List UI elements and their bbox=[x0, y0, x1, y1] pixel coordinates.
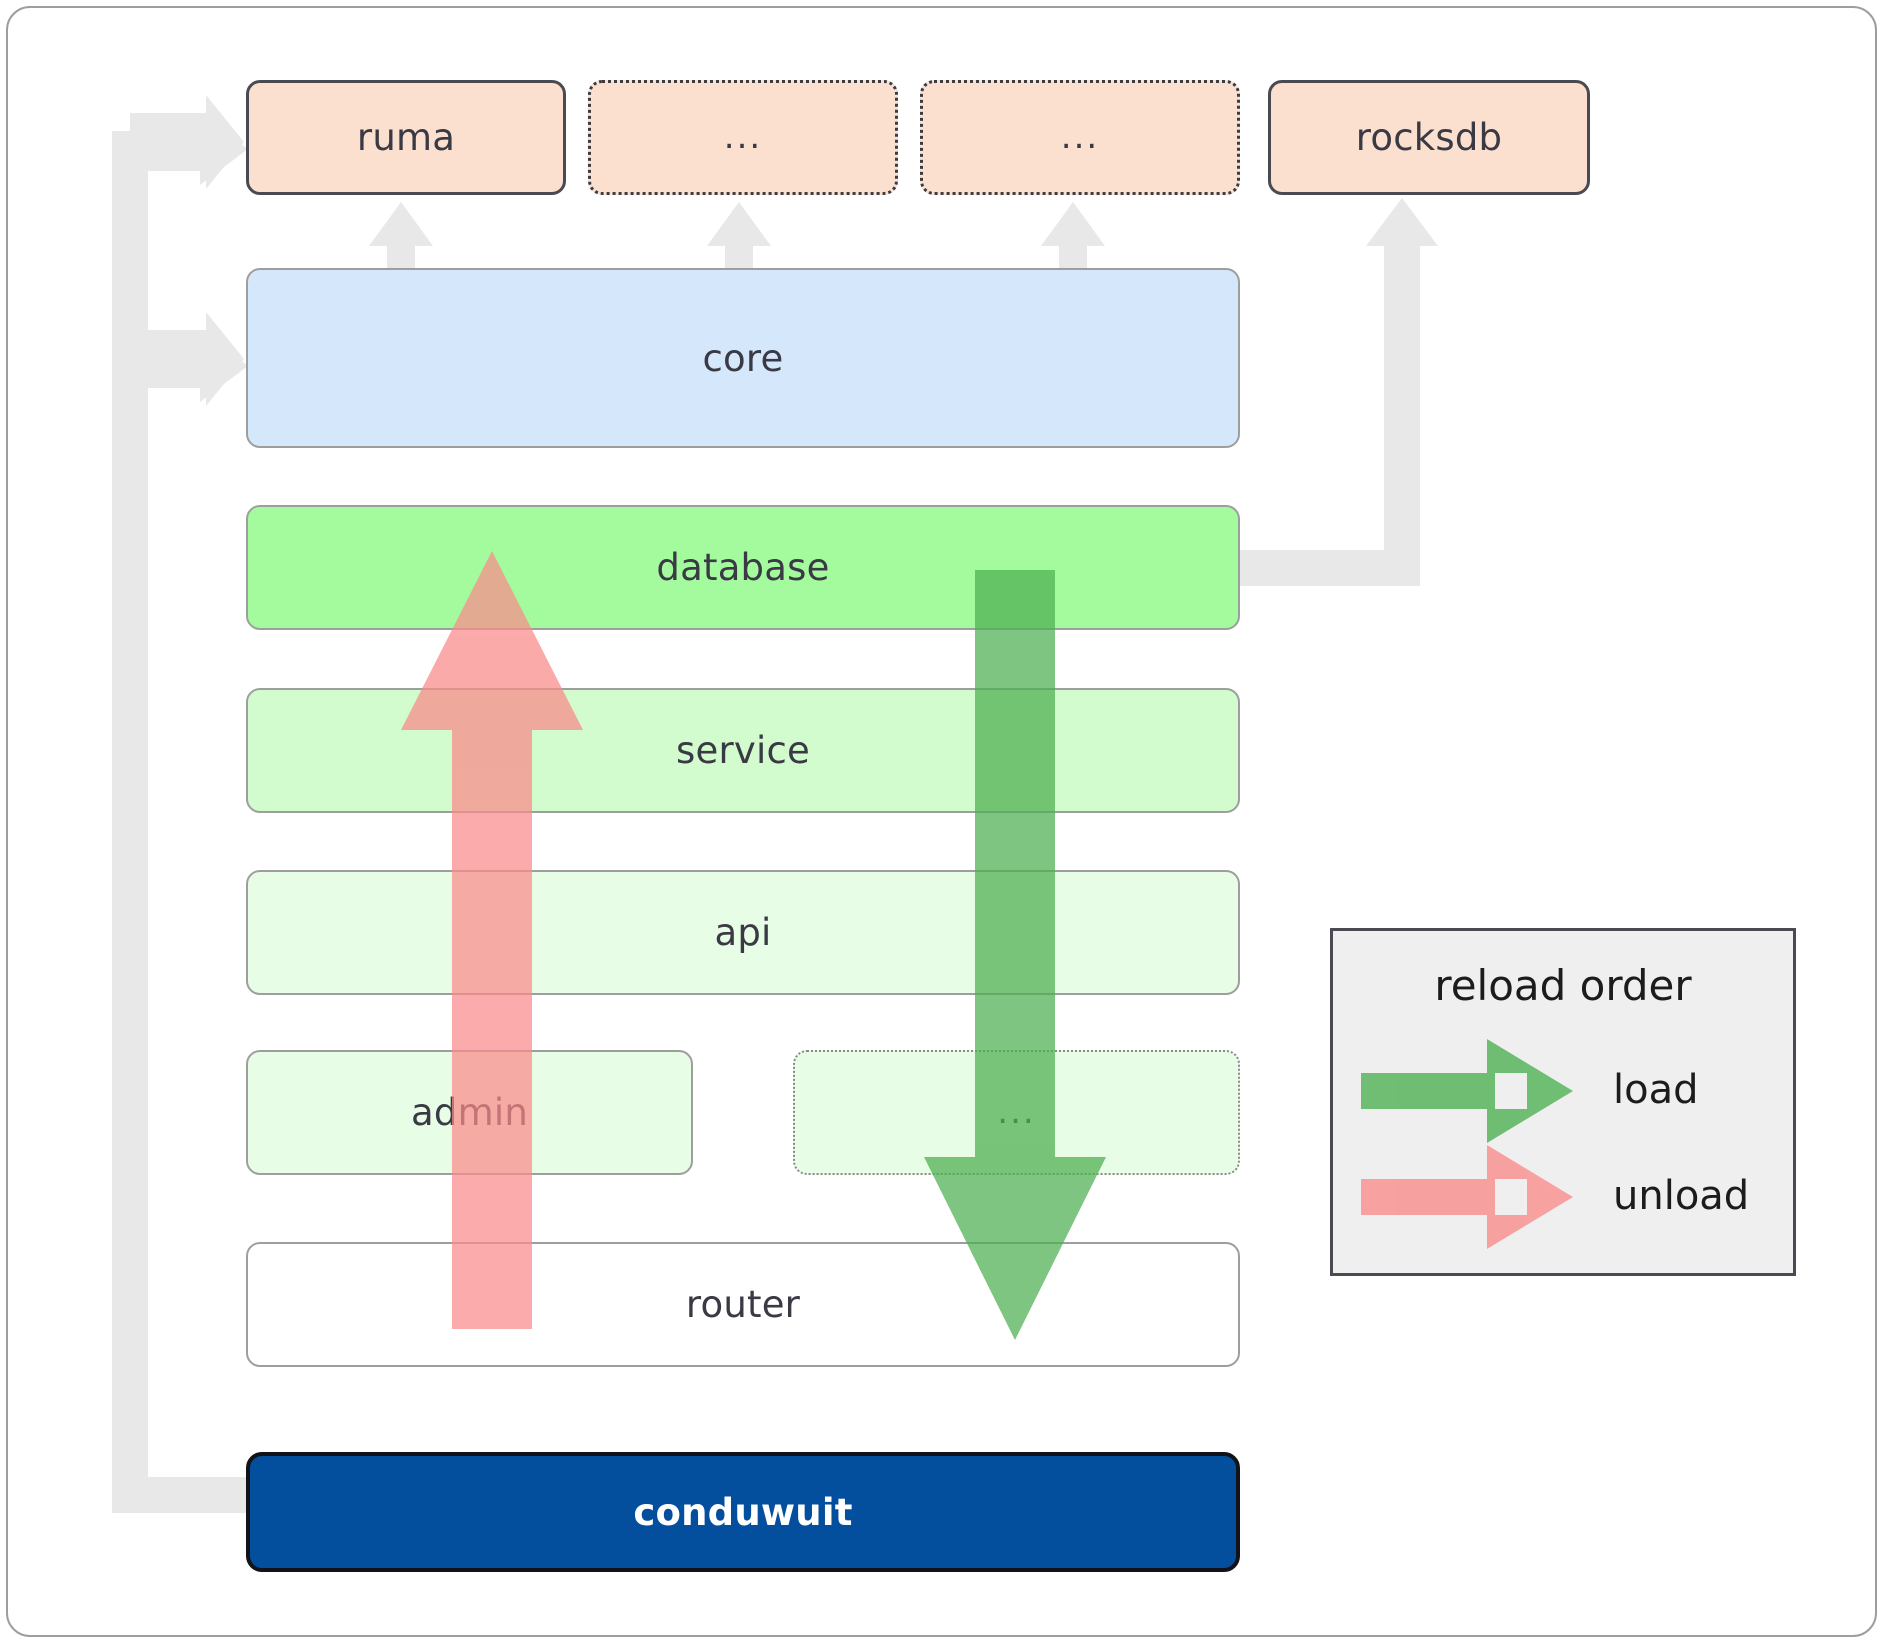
connector-db-vertical bbox=[1384, 225, 1420, 586]
connector-spine-vertical bbox=[112, 131, 148, 1513]
connector-arrowhead-core bbox=[200, 330, 248, 402]
node-service[interactable]: service bbox=[246, 688, 1240, 813]
connector-left-group bbox=[112, 113, 248, 1513]
core-arrow-ruma bbox=[369, 202, 433, 272]
node-api[interactable]: api bbox=[246, 870, 1240, 995]
node-database[interactable]: database bbox=[246, 505, 1240, 630]
connector-arrowhead-ruma bbox=[200, 113, 248, 185]
node-router[interactable]: router bbox=[246, 1242, 1240, 1367]
connector-core-to-top-group bbox=[369, 202, 1105, 272]
node-bottom-ellipsis-label: ... bbox=[997, 1092, 1036, 1133]
core-arrow-ellipsis-2 bbox=[1041, 202, 1105, 272]
legend-unload-arrow-icon bbox=[1361, 1145, 1573, 1249]
connector-branch-ruma-stub bbox=[112, 131, 210, 167]
legend-row-unload: unload bbox=[1333, 1145, 1793, 1249]
node-conduwuit-label: conduwuit bbox=[633, 1490, 853, 1534]
node-database-label: database bbox=[656, 546, 830, 589]
node-admin-label: admin bbox=[411, 1091, 528, 1134]
node-conduwuit[interactable]: conduwuit bbox=[246, 1452, 1240, 1572]
connector-arrowhead-rocksdb bbox=[1366, 198, 1438, 246]
node-top-ellipsis-2-label: ... bbox=[1060, 117, 1100, 158]
node-core-label: core bbox=[702, 336, 784, 380]
node-admin[interactable]: admin bbox=[246, 1050, 693, 1175]
node-bottom-ellipsis[interactable]: ... bbox=[793, 1050, 1240, 1175]
connector-right-group bbox=[1240, 198, 1438, 586]
legend-panel: reload order load unload bbox=[1330, 928, 1796, 1276]
node-top-ellipsis-2[interactable]: ... bbox=[920, 80, 1240, 195]
connector-branch-core-stub bbox=[112, 348, 210, 384]
legend-unload-label: unload bbox=[1613, 1173, 1750, 1219]
node-ruma[interactable]: ruma bbox=[246, 80, 566, 195]
node-top-ellipsis-1-label: ... bbox=[723, 117, 763, 158]
node-api-label: api bbox=[714, 911, 772, 954]
legend-load-arrow-icon bbox=[1361, 1039, 1573, 1143]
node-core[interactable]: core bbox=[246, 268, 1240, 448]
node-rocksdb-label: rocksdb bbox=[1355, 116, 1503, 159]
node-top-ellipsis-1[interactable]: ... bbox=[588, 80, 898, 195]
node-ruma-label: ruma bbox=[356, 116, 456, 159]
node-router-label: router bbox=[685, 1283, 801, 1326]
node-service-label: service bbox=[676, 729, 810, 772]
legend-row-load: load bbox=[1333, 1039, 1793, 1143]
connector-bottom-horizontal bbox=[112, 1477, 248, 1513]
legend-title: reload order bbox=[1434, 961, 1692, 1010]
core-arrow-ellipsis-1 bbox=[707, 202, 771, 272]
legend-load-label: load bbox=[1613, 1067, 1699, 1113]
node-rocksdb[interactable]: rocksdb bbox=[1268, 80, 1590, 195]
